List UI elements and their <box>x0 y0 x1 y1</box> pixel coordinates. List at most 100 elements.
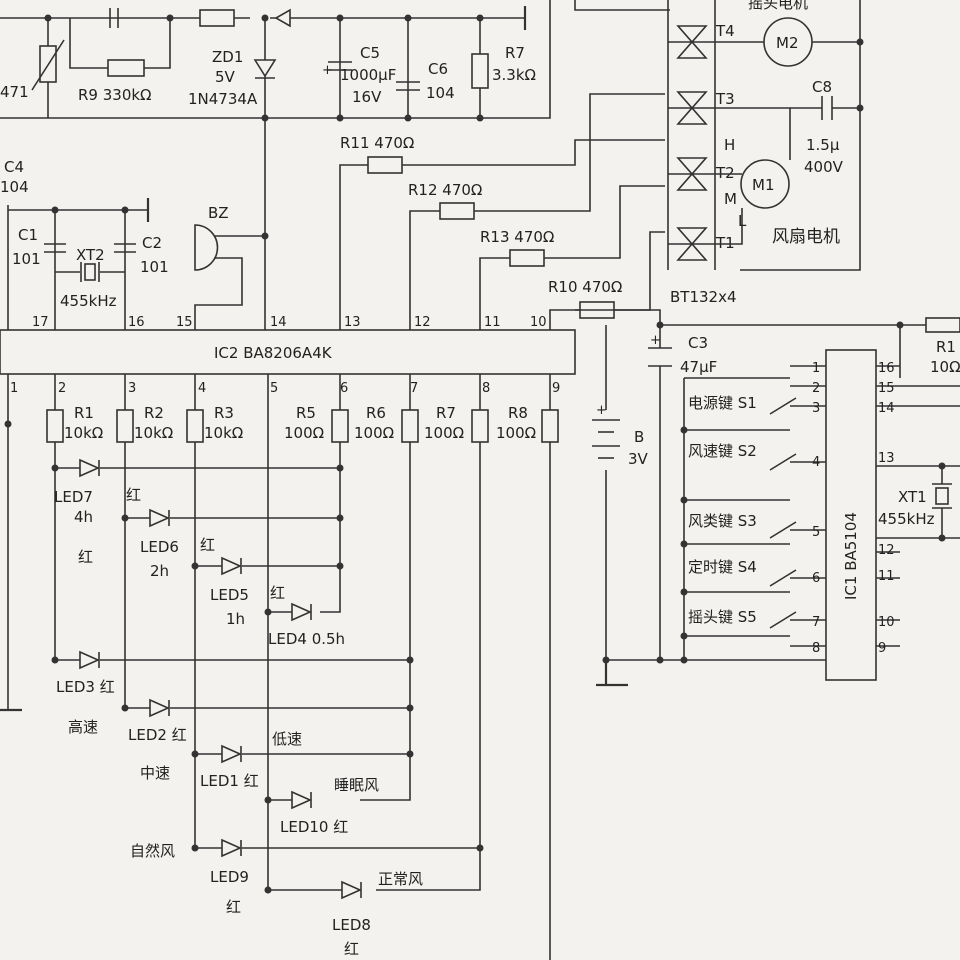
svg-text:LED6: LED6 <box>140 538 179 556</box>
battery-voltage: 3V <box>628 450 649 468</box>
t3-label: T3 <box>715 90 735 108</box>
ic1-r1-label: R1 <box>936 338 956 356</box>
led-matrix-wires <box>55 467 480 891</box>
motor-m2 <box>763 17 813 67</box>
ic1-left-pin-labels: 1 2 3 4 5 6 7 8 <box>812 361 820 656</box>
svg-text:2: 2 <box>812 381 820 396</box>
ic2-resistor-labels: R1 10kΩ R2 10kΩ R3 10kΩ R5 100Ω R6 100Ω … <box>64 404 536 442</box>
svg-text:R5: R5 <box>296 404 316 422</box>
r7-top-value: 3.3kΩ <box>492 66 536 84</box>
svg-text:5: 5 <box>812 525 820 540</box>
svg-text:100Ω: 100Ω <box>284 424 324 442</box>
svg-text:14: 14 <box>270 315 287 330</box>
svg-text:17: 17 <box>32 315 49 330</box>
c1-label: C1 <box>18 226 38 244</box>
svg-text:R1: R1 <box>74 404 94 422</box>
c6-value: 104 <box>426 84 455 102</box>
svg-text:9: 9 <box>552 381 560 396</box>
svg-text:1: 1 <box>812 361 820 376</box>
r9-resistor <box>107 59 145 77</box>
t4-label: T4 <box>715 22 735 40</box>
ic2-label: IC2 BA8206A4K <box>214 344 333 362</box>
zd1-part: 1N4734A <box>188 90 258 108</box>
r11-resistor <box>367 156 403 174</box>
c2-value: 101 <box>140 258 169 276</box>
svg-text:1h: 1h <box>226 610 245 628</box>
svg-text:红: 红 <box>200 536 215 554</box>
triac-t3 <box>668 91 715 125</box>
capacitor-c6 <box>396 81 420 91</box>
switch-contacts <box>769 397 797 629</box>
swing-motor-partial-label: 摇头电机 <box>748 0 808 12</box>
ic2-bottom-pin-labels: 1 2 3 4 5 6 7 8 9 <box>10 381 560 396</box>
svg-text:+: + <box>322 63 333 78</box>
zd1-label: ZD1 <box>212 48 243 66</box>
svg-text:16: 16 <box>878 361 895 376</box>
r9-label: R9 330kΩ <box>78 86 152 104</box>
xt1-frequency: 455kHz <box>878 510 935 528</box>
t1-label: T1 <box>715 234 735 252</box>
ic2-resistor-bank <box>46 409 559 443</box>
ic1-body <box>825 349 877 681</box>
c4-value: 104 <box>0 178 29 196</box>
ic2-body <box>0 329 576 375</box>
ic1-r1-resistor <box>925 317 960 333</box>
ic2-top-pin-labels: 17 16 15 14 13 12 11 10 <box>32 315 547 330</box>
capacitor-c3 <box>648 347 672 367</box>
svg-text:R2: R2 <box>144 404 164 422</box>
svg-text:100Ω: 100Ω <box>496 424 536 442</box>
svg-text:6: 6 <box>340 381 348 396</box>
zd1-voltage: 5V <box>215 68 236 86</box>
buzzer-bz <box>194 224 265 330</box>
triac-t4 <box>668 25 715 59</box>
c8-voltage: 400V <box>804 158 844 176</box>
svg-text:10: 10 <box>530 315 547 330</box>
led-labels: LED7 4h 红 红 LED6 2h 红 LED5 1h 红 LED4 0.5… <box>54 486 423 958</box>
r7-resistor <box>471 409 489 443</box>
triac-column <box>667 0 716 270</box>
bt-label: BT132x4 <box>670 288 737 306</box>
led2-symbol <box>149 698 170 718</box>
svg-text:LED9: LED9 <box>210 868 249 886</box>
ic2-bottom-wires <box>0 374 551 960</box>
c2-label: C2 <box>142 234 162 252</box>
svg-text:+: + <box>596 403 607 418</box>
svg-text:9: 9 <box>878 641 886 656</box>
svg-text:7: 7 <box>410 381 418 396</box>
partial-top-left-label: 471 <box>0 83 29 101</box>
svg-text:4: 4 <box>198 381 206 396</box>
svg-text:14: 14 <box>878 401 895 416</box>
svg-text:13: 13 <box>878 451 895 466</box>
c3-label: C3 <box>688 334 708 352</box>
svg-text:100Ω: 100Ω <box>354 424 394 442</box>
r6-resistor <box>401 409 419 443</box>
svg-text:LED8: LED8 <box>332 916 371 934</box>
thermistor <box>31 39 65 91</box>
svg-text:LED2 红: LED2 红 <box>128 726 187 744</box>
c5-label: C5 <box>360 44 380 62</box>
c5-value: 1000μF <box>340 66 396 84</box>
svg-text:红: 红 <box>126 486 141 504</box>
fan-motor-label: 风扇电机 <box>772 227 840 247</box>
svg-text:低速: 低速 <box>272 730 302 748</box>
r12-label: R12 470Ω <box>408 181 482 199</box>
led8-symbol <box>341 880 362 900</box>
svg-text:红: 红 <box>226 898 241 916</box>
svg-text:10kΩ: 10kΩ <box>204 424 243 442</box>
led5-symbol <box>221 556 242 576</box>
svg-text:R6: R6 <box>366 404 386 422</box>
led4-symbol <box>291 602 312 622</box>
r11-label: R11 470Ω <box>340 134 414 152</box>
svg-text:红: 红 <box>270 584 285 602</box>
svg-text:睡眠风: 睡眠风 <box>334 776 379 794</box>
svg-text:10kΩ: 10kΩ <box>134 424 173 442</box>
r12-resistor <box>439 202 475 220</box>
svg-text:2: 2 <box>58 381 66 396</box>
svg-text:自然风: 自然风 <box>130 842 175 860</box>
svg-text:11: 11 <box>878 569 895 584</box>
svg-text:R8: R8 <box>508 404 528 422</box>
svg-text:LED4 0.5h: LED4 0.5h <box>268 630 345 648</box>
r5-resistor <box>331 409 349 443</box>
svg-text:+: + <box>650 333 661 348</box>
svg-text:LED1 红: LED1 红 <box>200 772 259 790</box>
